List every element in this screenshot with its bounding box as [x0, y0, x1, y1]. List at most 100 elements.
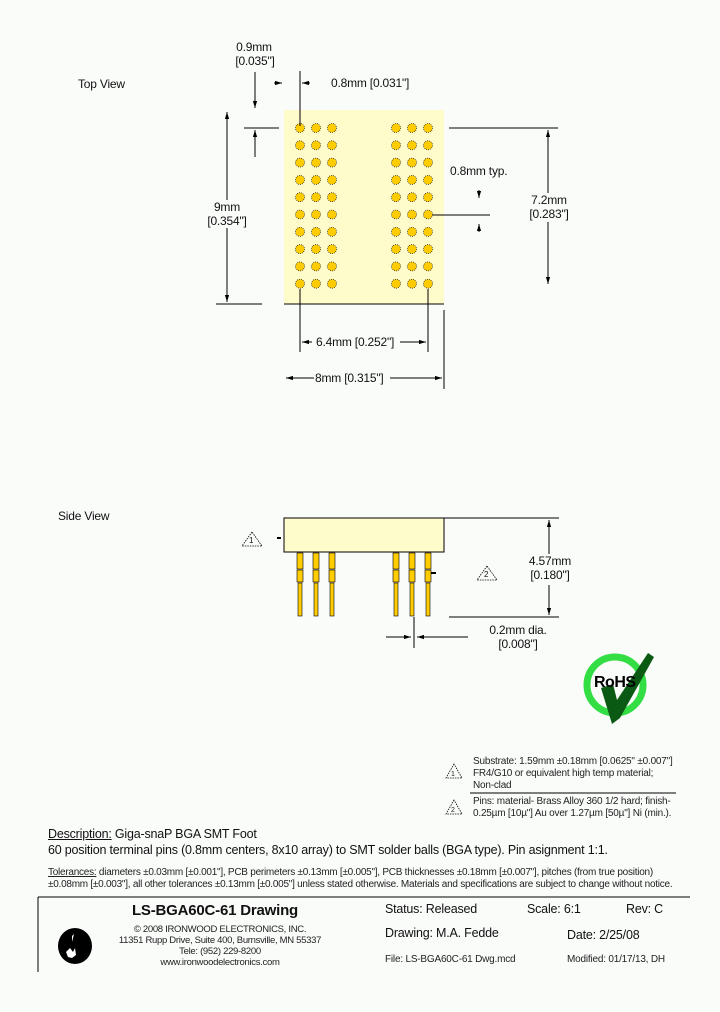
pin-pad — [407, 192, 417, 202]
pin-pad — [311, 227, 321, 237]
pin-pad — [327, 209, 337, 220]
pin-pad — [327, 123, 337, 133]
top-view-pin-array — [295, 123, 433, 289]
dim-pitch-typ-label: 0.8mm typ. — [450, 164, 508, 178]
note1-marker: 1 — [249, 536, 254, 545]
note2-legend-triangle-icon — [445, 799, 463, 815]
pin-pad — [295, 278, 305, 289]
note1-line: Non-clad — [473, 780, 512, 791]
pin-pad — [423, 244, 433, 254]
pin-pad — [391, 227, 401, 237]
pin-pad — [311, 209, 321, 220]
pin-pad — [295, 261, 305, 272]
pin-pad — [327, 192, 337, 202]
pin-pad — [407, 278, 417, 289]
pin-pad — [295, 157, 305, 168]
rev-field: Rev: C — [626, 902, 664, 916]
pin-pad — [391, 123, 401, 133]
note1-legend-triangle-icon — [445, 763, 463, 779]
pin-pad — [407, 123, 417, 133]
pin-pad — [407, 209, 417, 220]
dim-pin-dia-in: [0.008"] — [498, 637, 538, 651]
drawing-title: LS-BGA60C-61 Drawing — [131, 902, 299, 919]
pin-pad — [391, 175, 401, 185]
pin-pad — [311, 140, 321, 151]
note2-marker: 2 — [484, 570, 489, 579]
description-body: 60 position terminal pins (0.8mm centers… — [48, 843, 608, 857]
dim-edge-offset-in: [0.035"] — [235, 54, 275, 68]
pin-pad — [423, 157, 433, 168]
pin-pad — [407, 227, 417, 237]
description: Description: Giga-snaP BGA SMT Foot — [48, 827, 257, 842]
dim-pin-span-y-in: [0.283"] — [524, 207, 574, 221]
dim-pin-diameter — [386, 617, 468, 648]
pin-pad — [391, 192, 401, 202]
pin-pad — [407, 244, 417, 254]
side-view-pins — [296, 552, 432, 617]
tolerances-text: diameters ±0.03mm [±0.001"], PCB perimet… — [96, 867, 653, 878]
rohs-logo — [583, 653, 654, 724]
pin-pad — [311, 278, 321, 289]
pin-pad — [423, 209, 433, 220]
note2-triangle-icon — [476, 565, 498, 581]
pin-pad — [391, 140, 401, 151]
description-title: Giga-snaP BGA SMT Foot — [111, 827, 257, 841]
dim-pitch-x-label: 0.8mm [0.031"] — [331, 76, 410, 90]
scale-field: Scale: 6:1 — [527, 902, 581, 916]
top-view-title: Top View — [78, 77, 125, 91]
dim-pitch-x — [274, 71, 310, 126]
note2-line: Pins: material- Brass Alloy 360 1/2 hard… — [473, 796, 671, 807]
pin-pad — [295, 244, 305, 254]
status-field: Status: Released — [385, 902, 477, 916]
side-pin — [408, 552, 416, 617]
pin-pad — [311, 157, 321, 168]
note2-legend-marker: 2 — [451, 807, 455, 814]
rohs-label: RoHS — [594, 674, 636, 691]
pin-pad — [423, 175, 433, 185]
note1-line: FR4/G10 or equivalent high temp material… — [473, 768, 654, 779]
pin-pad — [423, 278, 433, 289]
pin-pad — [327, 157, 337, 168]
side-pin — [392, 552, 400, 617]
description-label: Description: — [48, 827, 112, 841]
pin-pad — [327, 175, 337, 185]
pin-pad — [327, 278, 337, 289]
pin-pad — [311, 175, 321, 185]
tolerances-line2: ±0.08mm [±0.003"], all other tolerances … — [48, 879, 673, 890]
tolerances-label: Tolerances: — [48, 867, 97, 878]
pin-pad — [311, 192, 321, 202]
dim-width-8mm — [286, 310, 445, 389]
note1-text: Substrate: 1.59mm ±0.18mm [0.0625" ±0.00… — [473, 756, 673, 792]
dim-side-height-in: [0.180"] — [525, 568, 575, 582]
dim-edge-offset-mm: 0.9mm — [236, 40, 272, 54]
pin-pad — [391, 209, 401, 220]
note2-text: Pins: material- Brass Alloy 360 1/2 hard… — [473, 796, 671, 820]
pin-pad — [295, 140, 305, 151]
pin-pad — [311, 244, 321, 254]
pin-pad — [407, 261, 417, 272]
pin-pad — [391, 261, 401, 272]
note1-triangle-icon — [241, 531, 263, 547]
pin-pad — [407, 140, 417, 151]
modified-field: Modified: 01/17/13, DH — [567, 954, 665, 965]
pin-pad — [423, 227, 433, 237]
dim-edge-offset — [244, 72, 279, 157]
top-view-substrate — [284, 110, 444, 305]
pin-pad — [391, 157, 401, 168]
title-block-border — [37, 896, 690, 972]
side-pin — [296, 552, 304, 617]
dim-pin-span-x — [299, 289, 429, 352]
pin-pad — [327, 244, 337, 254]
pin-pad — [423, 140, 433, 151]
pin-pad — [295, 209, 305, 220]
pin-pad — [311, 123, 321, 133]
side-view-substrate — [283, 517, 445, 553]
note1-legend-marker: 1 — [451, 771, 455, 778]
dim-height-mm: 9mm — [203, 200, 251, 214]
dim-width-label: 8mm [0.315"] — [315, 371, 384, 385]
company-phone: Tele: (952) 229-8200 — [179, 946, 261, 957]
dim-side-height-mm: 4.57mm — [525, 554, 575, 568]
side-view-title: Side View — [58, 509, 110, 523]
dim-side-height — [444, 517, 559, 618]
side-pin — [424, 552, 432, 617]
